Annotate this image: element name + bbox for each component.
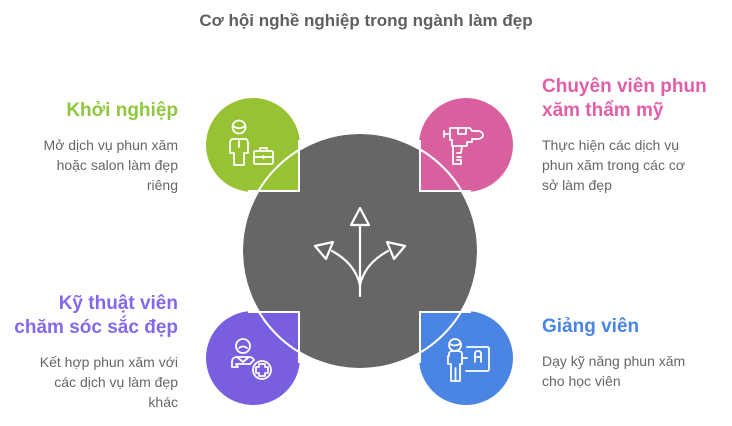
teacher-board-icon <box>447 338 490 382</box>
item-title: Chuyên viên phun xăm thẩm mỹ <box>542 75 727 123</box>
item-title: Khởi nghiệp <box>0 99 178 123</box>
businessman-briefcase-icon <box>229 119 274 166</box>
title-line: Giảng viên <box>542 316 640 337</box>
item-title: Giảng viên <box>542 315 727 339</box>
item-description: Mở dịch vụ phun xăm hoặc salon làm đẹp r… <box>0 135 178 195</box>
title-line: Khởi nghiệp <box>66 100 178 121</box>
desc-line: khác <box>148 394 178 410</box>
title-line: Chuyên viên phun <box>542 76 707 97</box>
diverging-arrows-icon <box>313 206 407 298</box>
item-description: Dạy kỹ năng phun xăm cho học viên <box>542 351 727 391</box>
desc-line: các dịch vụ làm đẹp <box>54 374 178 390</box>
center-circle-outline <box>241 132 479 370</box>
desc-line: sở làm đẹp <box>542 177 612 193</box>
item-khoi-nghiep: Khởi nghiệp Mở dịch vụ phun xăm hoặc sal… <box>0 99 178 195</box>
desc-line: riêng <box>146 177 178 193</box>
desc-line: phun xăm trong các cơ <box>542 157 686 173</box>
desc-line: Kết hợp phun xăm với <box>39 354 178 370</box>
desc-line: Mở dịch vụ phun xăm <box>43 137 178 153</box>
title-line: chăm sóc sắc đẹp <box>14 317 178 338</box>
item-giang-vien: Giảng viên Dạy kỹ năng phun xăm cho học … <box>542 315 727 391</box>
corner-borders <box>248 140 471 363</box>
desc-line: Thực hiện các dịch vụ <box>542 137 679 153</box>
item-title: Kỹ thuật viên chăm sóc sắc đẹp <box>0 292 178 340</box>
diagram-title: Cơ hội nghề nghiệp trong ngành làm đẹp <box>199 11 533 30</box>
tattoo-machine-icon <box>443 127 484 165</box>
item-description: Kết hợp phun xăm với các dịch vụ làm đẹp… <box>0 352 178 412</box>
item-description: Thực hiện các dịch vụ phun xăm trong các… <box>542 135 727 195</box>
item-chuyen-vien: Chuyên viên phun xăm thẩm mỹ Thực hiện c… <box>542 75 727 195</box>
desc-line: cho học viên <box>542 373 621 389</box>
title-line: Kỹ thuật viên <box>58 293 178 314</box>
desc-line: hoặc salon làm đẹp <box>56 157 178 173</box>
title-line: xăm thẩm mỹ <box>542 100 664 121</box>
item-ky-thuat-vien: Kỹ thuật viên chăm sóc sắc đẹp Kết hợp p… <box>0 292 178 412</box>
desc-line: Dạy kỹ năng phun xăm <box>542 353 686 369</box>
person-plus-icon <box>231 338 272 380</box>
